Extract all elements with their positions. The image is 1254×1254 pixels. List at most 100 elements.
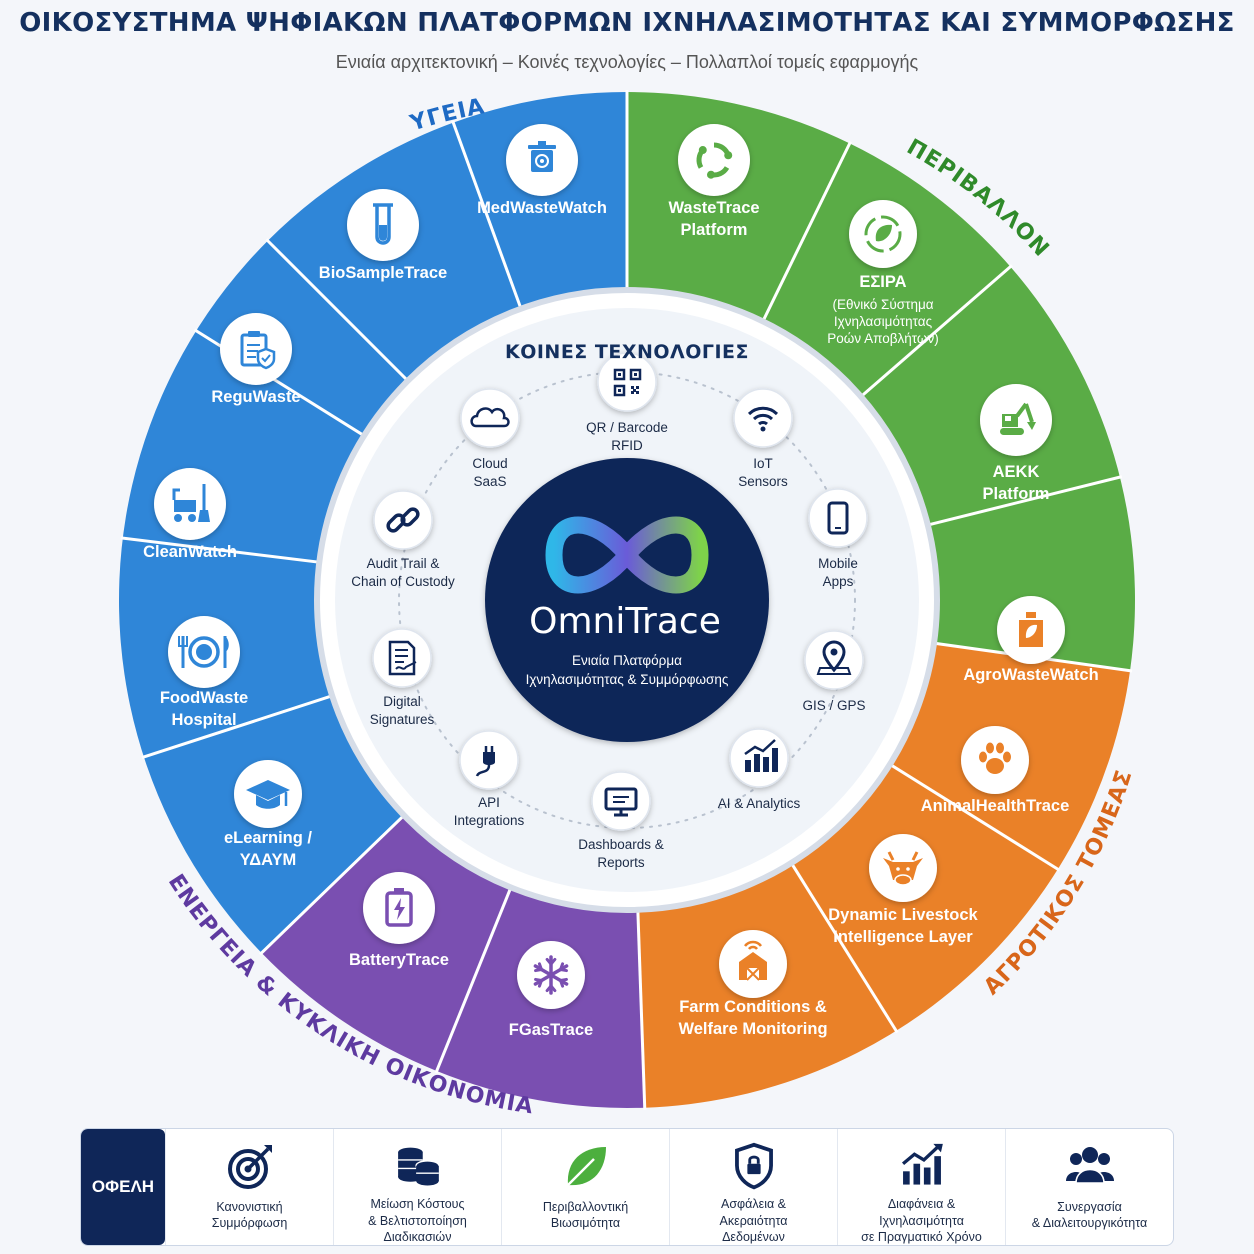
sector-band-health (453, 92, 627, 319)
tech-chain-link[interactable]: Audit Trail &Chain of Custody (351, 490, 455, 589)
benefit-collaboration: Συνεργασία & Διαλειτουργικότητα (1005, 1129, 1173, 1245)
page-title: ΟΙΚΟΣΥΣΤΗΜΑ ΨΗΦΙΑΚΩΝ ΠΛΑΤΦΟΡΜΩΝ ΙΧΝΗΛΑΣΙ… (19, 8, 1235, 38)
target-icon (227, 1145, 272, 1189)
qr-code-icon (613, 368, 642, 397)
battery-icon (385, 888, 413, 927)
platform-label: Platform (983, 485, 1050, 503)
page-subtitle: Ενιαία αρχιτεκτονική – Κοινές τεχνολογίε… (335, 52, 919, 72)
platform-label: ReguWaste (211, 388, 300, 406)
tech-icon-disc (733, 388, 793, 448)
platform-label: Farm Conditions & (679, 998, 827, 1016)
chain-link-icon (386, 507, 420, 533)
platform-animalhealthtrace[interactable]: AnimalHealthTrace (921, 726, 1070, 815)
platform-agrowastewatch[interactable]: AgroWasteWatch (963, 596, 1099, 684)
platform-label: CleanWatch (143, 543, 237, 561)
signed-document-icon (388, 640, 417, 676)
tech-label: GIS / GPS (802, 698, 865, 713)
platform-label: Ιχνηλασιμότητας (834, 314, 933, 329)
platform-fgastrace[interactable]: FGasTrace (509, 941, 593, 1039)
omnitrace-core-disc (485, 458, 769, 742)
segment-divider (451, 120, 527, 321)
people-icon (1065, 1147, 1114, 1184)
tech-plug[interactable]: API Integrations (454, 730, 525, 828)
platform-label: ΑΕΚΚ (993, 463, 1040, 481)
excavator-icon (1000, 402, 1036, 435)
sector-band-environment (627, 92, 1135, 671)
platform-farm-conditions-[interactable]: Farm Conditions &Welfare Monitoring (678, 930, 828, 1038)
tech-label: QR / Barcode (586, 420, 668, 435)
tech-icon-disc (808, 488, 868, 548)
platform-label: ΥΔΑΥΜ (240, 851, 297, 869)
tech-map-pin[interactable]: GIS / GPS (802, 630, 866, 713)
wifi-icon (747, 406, 779, 432)
platform-cleanwatch[interactable]: CleanWatch (143, 468, 237, 561)
tech-label: Sensors (738, 474, 788, 489)
tech-label: IoT (753, 456, 773, 471)
benefit-label: Συνεργασία & Διαλειτουργικότητα (1031, 1200, 1148, 1231)
tech-label: Audit Trail & (367, 556, 440, 571)
test-tube-icon (373, 203, 393, 245)
tech-label: Reports (597, 855, 645, 870)
segment-divider (265, 238, 418, 391)
benefit-data-security: Ασφάλεια & Ακεραιότητα Δεδομένων (669, 1129, 837, 1245)
tech-label: Dashboards & (578, 837, 664, 852)
paw-icon (979, 742, 1011, 774)
benefit-label: Μείωση Κόστους & Βελτιστοποίηση Διαδικασ… (368, 1197, 467, 1244)
platform-εσιρα[interactable]: ΕΣΙΡΑ(Εθνικό ΣύστημαΙχνηλασιμότηταςΡοών … (827, 200, 939, 346)
barn-icon (739, 940, 767, 981)
leaf-icon (566, 1147, 606, 1186)
tech-bar-chart[interactable]: AI & Analytics (718, 728, 801, 811)
platform-label: BatteryTrace (349, 951, 449, 969)
tech-label: SaaS (473, 474, 506, 489)
omnitrace-core[interactable]: OmniTrace Ενιαία Πλατφόρμα Ιχνηλασιμότητ… (485, 458, 769, 742)
tech-label: Integrations (454, 813, 525, 828)
snowflake-icon (533, 955, 569, 995)
biohazard-bin-icon (528, 141, 556, 172)
platform-label: WasteTrace (668, 199, 759, 217)
segment-divider (756, 140, 852, 333)
tech-icon-disc (597, 352, 657, 412)
tech-label: RFID (611, 438, 643, 453)
tech-label: API (478, 795, 500, 810)
tech-label: Digital (383, 694, 421, 709)
cloud-icon (470, 407, 510, 428)
plug-icon (475, 746, 495, 777)
tech-monitor[interactable]: Dashboards & Reports (578, 771, 664, 870)
segment-divider (141, 690, 345, 760)
plate-icon (178, 636, 229, 668)
eco-cycle-icon (864, 215, 902, 253)
tech-wifi[interactable]: IoT Sensors (733, 388, 793, 489)
technologies-title: ΚΟΙΝΕΣ ΤΕΧΝΟΛΟΓΙΕΣ (505, 341, 749, 363)
platform-icon-disc (220, 313, 292, 385)
platform-icon-disc (678, 124, 750, 196)
tech-icon-disc (804, 630, 864, 690)
platform-label: Ροών Αποβλήτων) (827, 331, 938, 346)
platform-label: eLearning / (224, 829, 312, 847)
infinity-logo-icon (545, 516, 709, 594)
segment-divider (259, 805, 414, 956)
shield-lock-icon (734, 1142, 773, 1190)
tech-icon-disc (460, 388, 520, 448)
benefit-label: Περιβαλλοντική Βιωσιμότητα (542, 1200, 629, 1231)
map-pin-icon (816, 640, 852, 675)
benefit-sustainability: Περιβαλλοντική Βιωσιμότητα (501, 1129, 669, 1245)
platform-αεκκ[interactable]: ΑΕΚΚ Platform (980, 384, 1052, 503)
platform-biosampletrace[interactable]: BioSampleTrace (319, 189, 447, 282)
benefit-label: Κανονιστική Συμμόρφωση (211, 1200, 288, 1231)
platform-elearning-[interactable]: eLearning / ΥΔΑΥΜ (224, 760, 312, 869)
fertilizer-bottle-icon (1019, 612, 1043, 647)
platform-batterytrace[interactable]: BatteryTrace (349, 872, 449, 969)
tech-icon-disc (372, 628, 432, 688)
growth-chart-icon (901, 1143, 943, 1185)
platform-reguwaste[interactable]: ReguWaste (211, 313, 301, 406)
platform-medwastewatch[interactable]: MedWasteWatch (477, 124, 607, 217)
platform-label: FoodWaste (160, 689, 248, 707)
